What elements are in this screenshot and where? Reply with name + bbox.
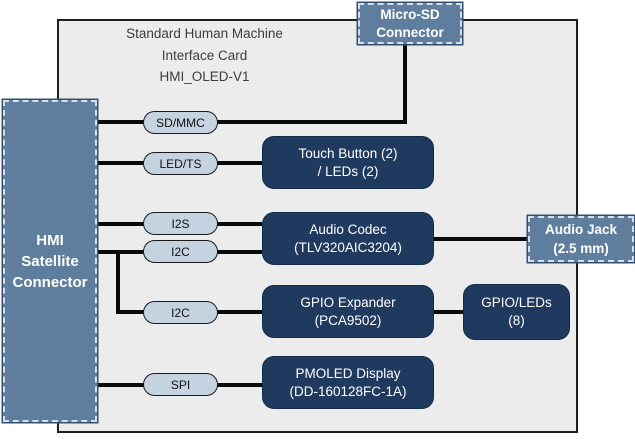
hmi-connector-line-3: Connector bbox=[12, 273, 88, 291]
micro-sd-connector: Micro-SD Connector bbox=[358, 3, 462, 44]
bus-pill-sdmmc: SD/MMC bbox=[143, 111, 218, 134]
audio-codec-line-1: Audio Codec bbox=[309, 221, 387, 237]
bus-label-i2c-codec: I2C bbox=[171, 244, 190, 259]
block-touch-button: Touch Button (2) / LEDs (2) bbox=[262, 136, 434, 189]
gpio-expander-line-2: (PCA9502) bbox=[314, 312, 382, 328]
card-title-line-2: Interface Card bbox=[161, 47, 248, 63]
block-pmoled-display: PMOLED Display (DD-160128FC-1A) bbox=[262, 356, 434, 409]
bus-label-i2c-gpio: I2C bbox=[171, 305, 190, 320]
touch-button-line-2: / LEDs (2) bbox=[317, 163, 379, 179]
audio-codec-line-2: (TLV320AIC3204) bbox=[294, 239, 402, 255]
audiojack-line-2: (2.5 mm) bbox=[553, 241, 609, 256]
hmi-connector-line-2: Satellite bbox=[21, 252, 79, 270]
bus-pill-ledts: LED/TS bbox=[143, 152, 218, 175]
wire-codec-to-audiojack bbox=[430, 237, 528, 241]
gpio-leds-line-1: GPIO/LEDs bbox=[481, 295, 552, 310]
bus-label-spi: SPI bbox=[170, 377, 191, 392]
bus-label-sdmmc: SD/MMC bbox=[156, 115, 205, 130]
block-gpio-leds: GPIO/LEDs (8) bbox=[463, 284, 570, 340]
gpio-leds-line-2: (8) bbox=[508, 313, 525, 328]
card-title-line-1: Standard Human Machine bbox=[126, 26, 283, 41]
block-audio-codec: Audio Codec (TLV320AIC3204) bbox=[262, 212, 434, 265]
card-title: Standard Human Machine Interface Card HM… bbox=[72, 23, 337, 88]
card-title-line-3: HMI_OLED-V1 bbox=[159, 69, 250, 84]
hmi-satellite-connector: HMI Satellite Connector bbox=[3, 100, 97, 422]
block-gpio-expander: GPIO Expander (PCA9502) bbox=[262, 285, 434, 338]
wire-expander-to-gpioleds bbox=[432, 310, 463, 314]
bus-pill-spi: SPI bbox=[143, 373, 218, 396]
wire-i2c-branch-vertical bbox=[116, 250, 120, 314]
microsd-line-1: Micro-SD bbox=[380, 6, 440, 22]
bus-pill-i2c-codec: I2C bbox=[143, 240, 218, 263]
bus-pill-i2c-gpio: I2C bbox=[143, 301, 218, 324]
gpio-expander-line-1: GPIO Expander bbox=[300, 294, 396, 310]
wire-sdmmc bbox=[95, 120, 405, 124]
pmoled-line-1: PMOLED Display bbox=[295, 365, 401, 381]
wire-microsd-vertical bbox=[403, 44, 407, 124]
bus-label-i2s: I2S bbox=[171, 216, 190, 231]
audiojack-line-1: Audio Jack bbox=[544, 222, 618, 237]
audio-jack-connector: Audio Jack (2.5 mm) bbox=[528, 216, 634, 262]
hmi-connector-line-1: HMI bbox=[36, 231, 64, 249]
bus-pill-i2s: I2S bbox=[143, 212, 218, 235]
touch-button-line-1: Touch Button (2) bbox=[298, 145, 398, 161]
pmoled-line-2: (DD-160128FC-1A) bbox=[289, 383, 407, 399]
bus-label-ledts: LED/TS bbox=[159, 156, 202, 171]
microsd-line-2: Connector bbox=[376, 24, 444, 40]
